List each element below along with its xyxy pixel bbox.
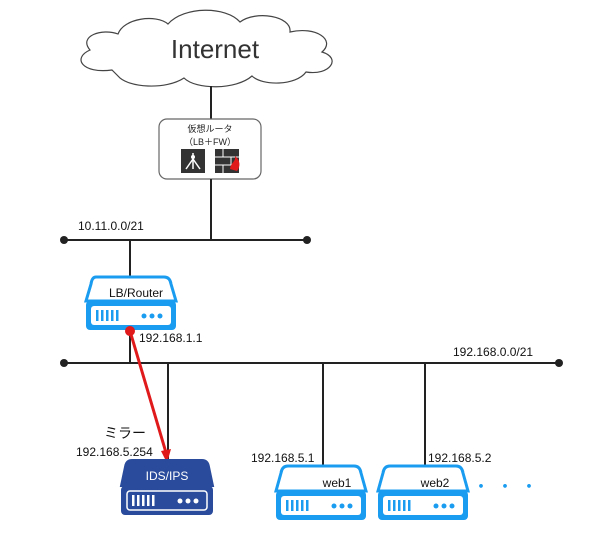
virtual-router-subtitle: （LB＋FW）	[184, 137, 236, 147]
lb-router-ip: 192.168.1.1	[139, 331, 203, 345]
mirror-label: ミラー	[104, 425, 146, 441]
load-balancer-icon	[181, 149, 205, 173]
web2-device[interactable]: web2	[376, 464, 470, 520]
web1-ip: 192.168.5.1	[251, 451, 315, 465]
upper-network-bus	[60, 236, 311, 244]
virtual-router[interactable]: 仮想ルータ （LB＋FW）	[158, 118, 262, 180]
web1-label: web1	[322, 476, 352, 490]
virtual-router-title: 仮想ルータ	[187, 123, 232, 134]
ids-ips-ip: 192.168.5.254	[76, 445, 153, 459]
web2-label: web2	[420, 476, 450, 490]
internet-cloud: Internet	[80, 9, 333, 88]
ids-ips-device[interactable]: IDS/IPS	[119, 459, 215, 515]
lb-router-label: LB/Router	[109, 286, 163, 300]
firewall-icon	[215, 149, 240, 173]
lower-network-bus	[60, 359, 563, 367]
upper-network-cidr: 10.11.0.0/21	[78, 219, 144, 233]
ids-ips-label: IDS/IPS	[146, 469, 189, 483]
more-servers-ellipsis: ・・・	[472, 477, 544, 497]
lower-network-cidr: 192.168.0.0/21	[453, 345, 533, 359]
mirror-link	[125, 326, 171, 463]
web1-device[interactable]: web1	[274, 464, 368, 520]
internet-label: Internet	[171, 34, 260, 64]
web2-ip: 192.168.5.2	[428, 451, 492, 465]
lb-router-device[interactable]: LB/Router	[83, 275, 179, 330]
